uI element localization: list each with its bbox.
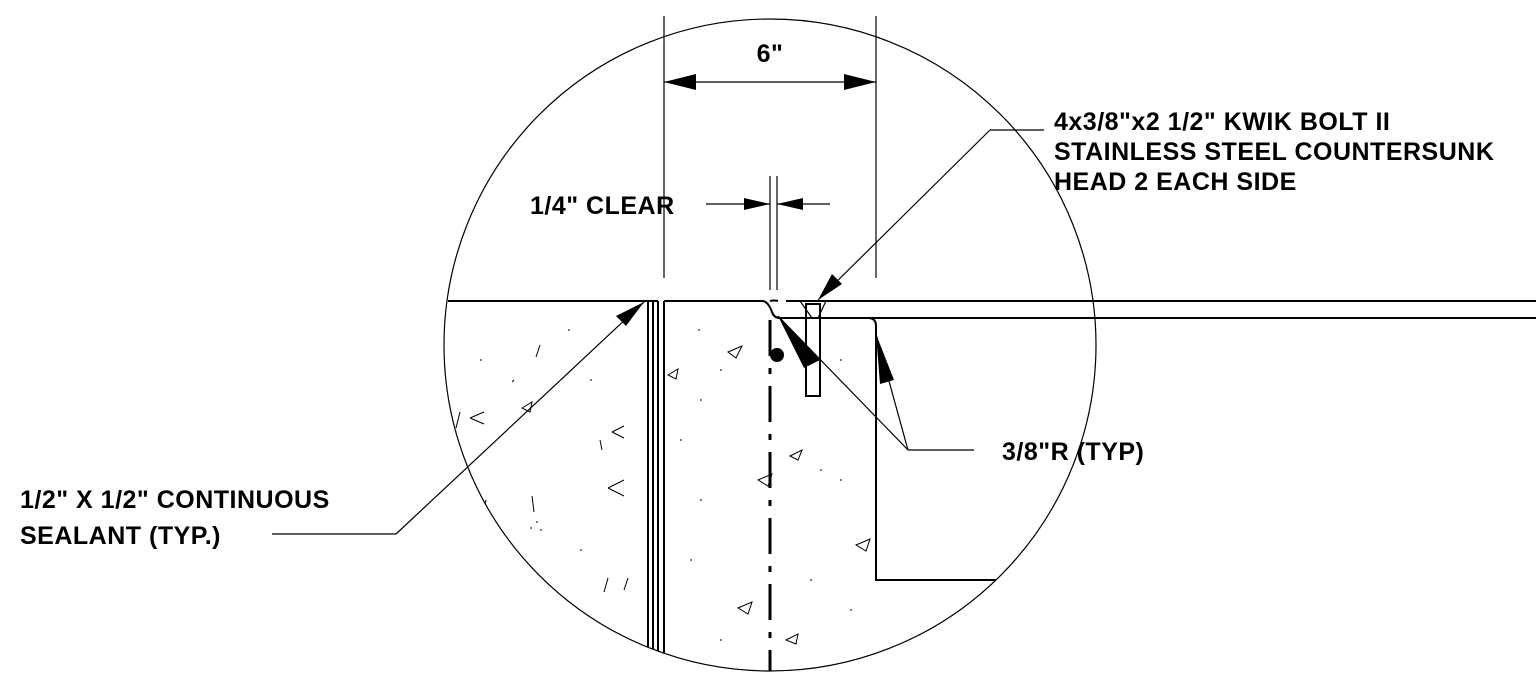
radius-leader: 3/8"R (TYP) (777, 315, 1144, 466)
bolt-label-line1: 4x3/8"x2 1/2" KWIK BOLT II (1054, 108, 1390, 136)
dimension-width: 6" (663, 16, 877, 278)
sealant-label-line2: SEALANT (TYP.) (20, 522, 221, 550)
concrete-section (448, 300, 1004, 671)
sealant-leader: 1/2" X 1/2" CONTINUOUS SEALANT (TYP.) (20, 301, 645, 550)
dim-width-label: 6" (757, 40, 784, 68)
radius-label: 3/8"R (TYP) (1002, 438, 1144, 466)
dim-clear-label: 1/4" CLEAR (530, 192, 675, 220)
bolt-leader: 4x3/8"x2 1/2" KWIK BOLT II STAINLESS STE… (817, 108, 1494, 301)
sealant-label-line1: 1/2" X 1/2" CONTINUOUS (20, 486, 330, 514)
rebar-dot (770, 348, 784, 362)
bolt-label-line2: STAINLESS STEEL COUNTERSUNK (1054, 138, 1494, 166)
dimension-clear: 1/4" CLEAR (530, 176, 830, 290)
cover-plate (664, 299, 1536, 319)
bolt-label-line3: HEAD 2 EACH SIDE (1054, 168, 1297, 196)
